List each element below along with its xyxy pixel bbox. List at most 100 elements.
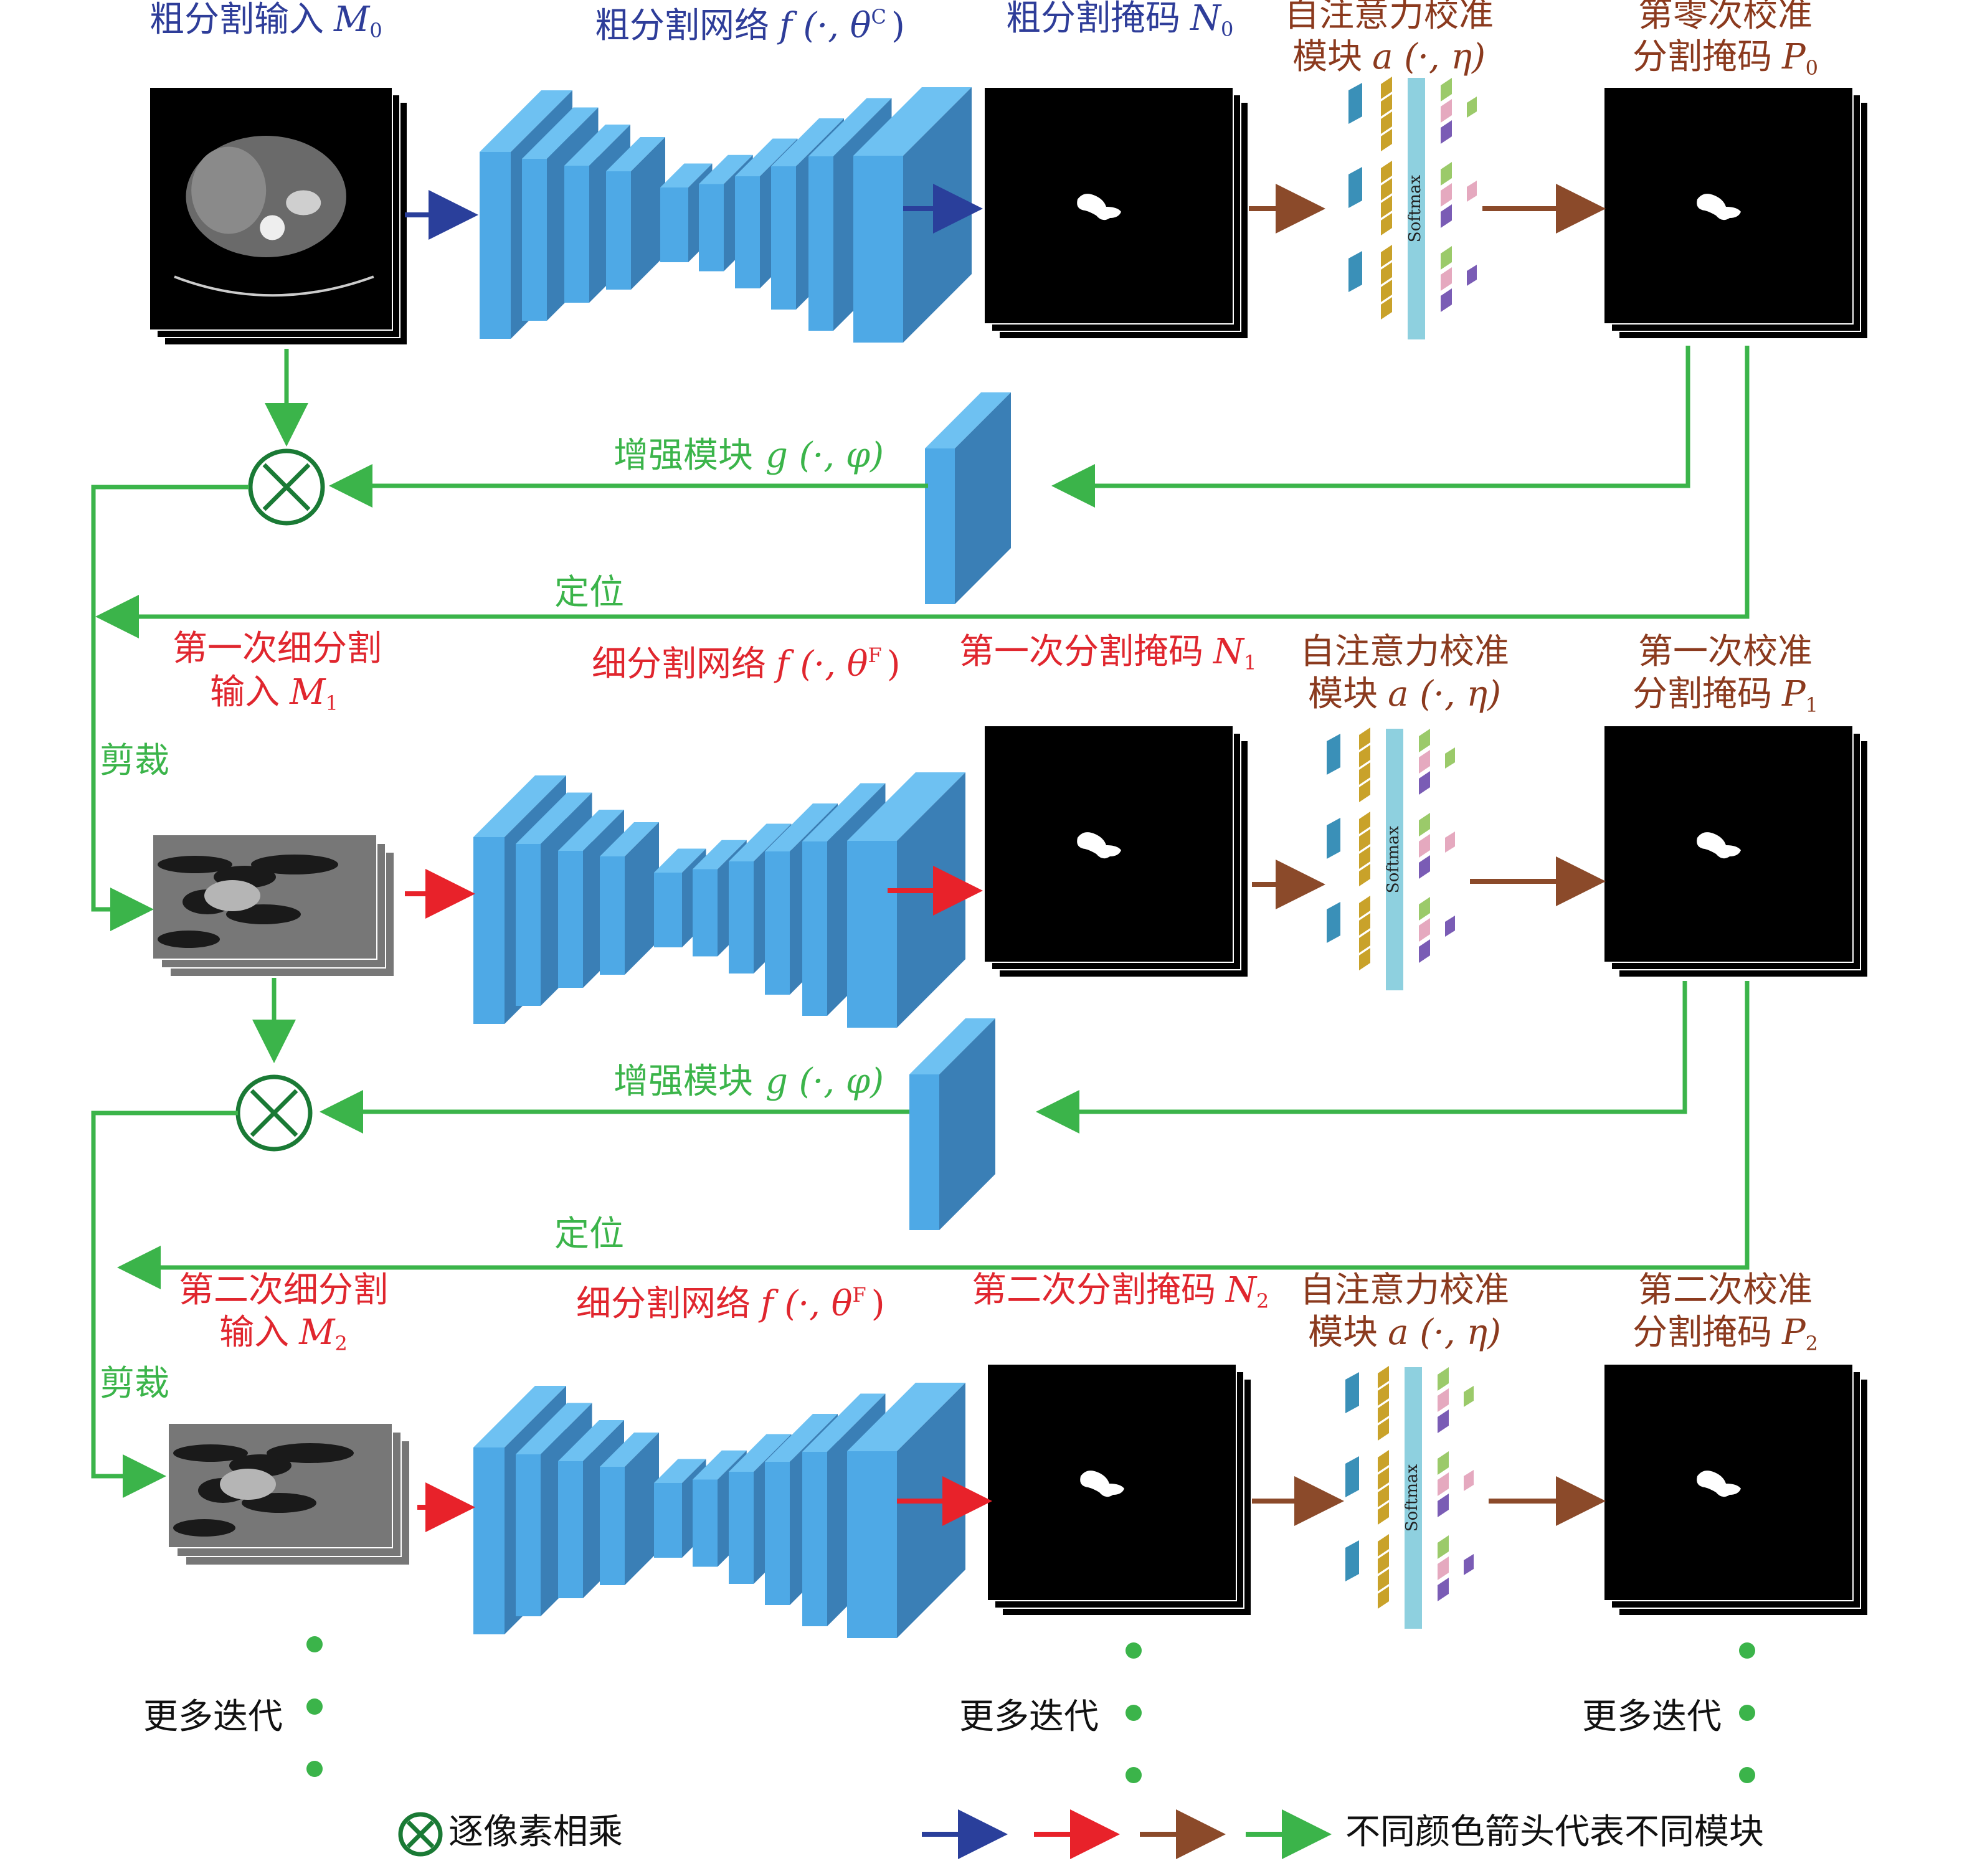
attn-module-2-gold-1-2	[1378, 1485, 1389, 1507]
attn-module-0-gold-1-0	[1381, 161, 1392, 183]
multiply-node-1	[248, 448, 325, 526]
attn-module-2-gold-0-3	[1378, 1418, 1389, 1441]
crop-input-1	[152, 834, 395, 977]
calib-title-0: 第零次校准	[1638, 0, 1813, 35]
attn-module-2-side-1-2	[1438, 1494, 1449, 1517]
attn-module-1-gold-1-0	[1359, 812, 1370, 834]
attn-module-0-cube-1	[1348, 167, 1362, 208]
ct-spine	[260, 215, 285, 240]
attn-module-0-softmax-label: Softmax	[1406, 174, 1424, 242]
calib-mask-0-blob	[1697, 194, 1741, 220]
attn-module-2-out-2	[1464, 1554, 1474, 1575]
fine-unet-2-layer-3	[600, 1433, 659, 1585]
crop-label-2: 剪裁	[100, 1363, 169, 1404]
attn-module-2-gold-0-2	[1378, 1401, 1389, 1423]
crop-dark-2	[267, 1443, 354, 1463]
attn-module-1-gold-2-3	[1359, 948, 1370, 970]
crop-label-1: 剪裁	[100, 741, 169, 781]
coarse-input-image	[149, 87, 408, 346]
attn-module-2-side-2-1	[1438, 1556, 1449, 1580]
attn-module-1-gold-0-3	[1359, 780, 1370, 802]
attn-module-2-side-1-1	[1438, 1472, 1449, 1496]
fine-input-title-2: 第二次细分割	[179, 1270, 388, 1310]
coarse-mask-blob	[1077, 194, 1121, 220]
more-iterations-right: 更多迭代	[1582, 1697, 1722, 1737]
attn-module-2-gold-2-0	[1378, 1534, 1389, 1556]
fine-unet-1-layer-9	[847, 772, 965, 1028]
attn-module-0-cube-2	[1348, 251, 1362, 292]
crop-dark-5	[173, 1519, 235, 1537]
attn-module-1-side-2-1	[1419, 918, 1430, 942]
attn-module-0-gold-0-0	[1381, 77, 1392, 99]
attn-module-0-gold-0-1	[1381, 94, 1392, 116]
attn-module-0-cube-0	[1348, 83, 1362, 124]
attn-module-2-cube-2	[1345, 1540, 1359, 1581]
attn-module-1-side-2-2	[1419, 939, 1430, 963]
attn-module-1-cube-0	[1327, 734, 1340, 775]
mask-1-blob	[1077, 832, 1121, 859]
attn-module-1-out-0	[1445, 747, 1455, 769]
attn-module-0-gold-2-2	[1381, 280, 1392, 302]
attn-module-2-side-2-2	[1438, 1578, 1449, 1601]
attn-module-0-gold-0-2	[1381, 111, 1392, 134]
more-dot-2	[306, 1761, 323, 1777]
attn-module-0-gold-2-0	[1381, 245, 1392, 267]
attn-module-2-gold-1-0	[1378, 1450, 1389, 1472]
fine-input-title-1: 第一次细分割	[173, 628, 382, 669]
attn-module-1-gold-1-1	[1359, 829, 1370, 851]
attn-module-1-gold-0-2	[1359, 762, 1370, 785]
attn-module-2: Softmax	[1345, 1366, 1474, 1629]
crop-dark-0	[173, 1444, 248, 1462]
attn-title-1: 自注意力校准	[1300, 632, 1509, 672]
green-crop-path-1	[91, 485, 249, 931]
ct-liver	[191, 146, 267, 234]
attn-module-1-side-1-0	[1419, 813, 1430, 836]
attn-module-0-out-0	[1467, 97, 1477, 118]
attn-module-2-gold-0-0	[1378, 1366, 1389, 1388]
calib-mask-2	[1603, 1363, 1869, 1616]
attn-module-2-side-0-1	[1438, 1388, 1449, 1412]
green-locate-path-2	[117, 981, 1750, 1289]
attn-module-1: Softmax	[1327, 727, 1455, 990]
mask-2	[987, 1363, 1252, 1616]
attn-title-2: 自注意力校准	[1300, 1270, 1509, 1310]
calib-mask-2-blob	[1697, 1471, 1741, 1497]
attn-module-2-out-0	[1464, 1386, 1474, 1407]
calib-title-2: 第二次校准	[1638, 1270, 1813, 1310]
more-dot-7	[1739, 1705, 1755, 1721]
attn-module-0-side-2-2	[1441, 288, 1452, 312]
attn-module-1-side-0-0	[1419, 729, 1430, 752]
attn-module-0-side-1-2	[1441, 204, 1452, 228]
attn-module-0: Softmax	[1348, 77, 1477, 339]
attn-module-2-softmax-label: Softmax	[1403, 1464, 1421, 1532]
enhance-block-2	[909, 1018, 995, 1230]
attn-module-0-gold-0-3	[1381, 129, 1392, 151]
green-enhance-path-1	[1051, 346, 1690, 508]
attn-module-1-gold-0-0	[1359, 727, 1370, 750]
attn-module-0-out-2	[1467, 265, 1477, 286]
locate-label-2: 定位	[554, 1214, 624, 1254]
crop-dark-0	[158, 856, 232, 873]
attn-module-1-softmax-bar	[1386, 729, 1403, 990]
attn-module-2-gold-2-2	[1378, 1569, 1389, 1591]
more-iterations-mid: 更多迭代	[959, 1697, 1099, 1737]
crop-input-2	[168, 1423, 410, 1566]
legend-multiply-label: 逐像素相乘	[448, 1812, 623, 1852]
attn-module-2-gold-0-1	[1378, 1383, 1389, 1406]
multiply-node-2	[235, 1074, 313, 1152]
fine-unet-1-layer-3	[600, 822, 659, 975]
attn-module-1-out-1	[1445, 831, 1455, 853]
attn-module-0-side-0-2	[1441, 120, 1452, 144]
crop-dark-5	[158, 931, 220, 948]
attn-module-2-gold-1-1	[1378, 1467, 1389, 1490]
